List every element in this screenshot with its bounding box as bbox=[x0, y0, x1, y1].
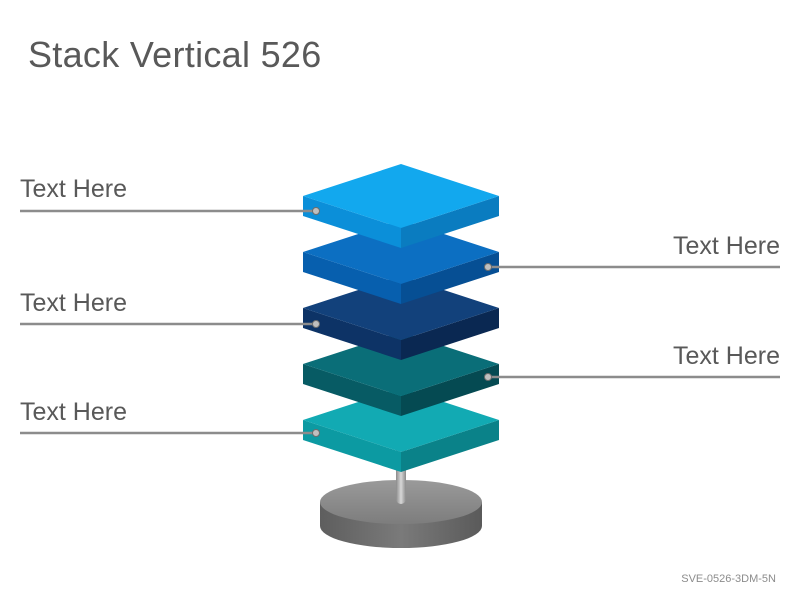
callout-4 bbox=[484, 373, 780, 381]
callout-dot bbox=[312, 429, 320, 437]
page-title: Stack Vertical 526 bbox=[28, 34, 322, 75]
pedestal-base bbox=[320, 480, 482, 548]
stack-layer-3 bbox=[303, 276, 499, 360]
label-1: Text Here bbox=[20, 175, 127, 203]
label-2: Text Here bbox=[673, 232, 780, 260]
callout-3 bbox=[20, 320, 320, 328]
stack-layer-1 bbox=[303, 164, 499, 248]
callout-dot bbox=[484, 373, 492, 381]
callout-2 bbox=[484, 263, 780, 271]
stack-layer-4 bbox=[303, 332, 499, 416]
callout-1 bbox=[20, 207, 320, 215]
stack-layer-2 bbox=[303, 220, 499, 304]
footer-code: SVE-0526-3DM-5N bbox=[681, 573, 776, 585]
callout-dot bbox=[312, 320, 320, 328]
label-5: Text Here bbox=[20, 398, 127, 426]
label-4: Text Here bbox=[673, 342, 780, 370]
label-3: Text Here bbox=[20, 289, 127, 317]
stack-layer-5 bbox=[303, 388, 499, 472]
callout-5 bbox=[20, 429, 320, 437]
callout-dot bbox=[312, 207, 320, 215]
callout-dot bbox=[484, 263, 492, 271]
